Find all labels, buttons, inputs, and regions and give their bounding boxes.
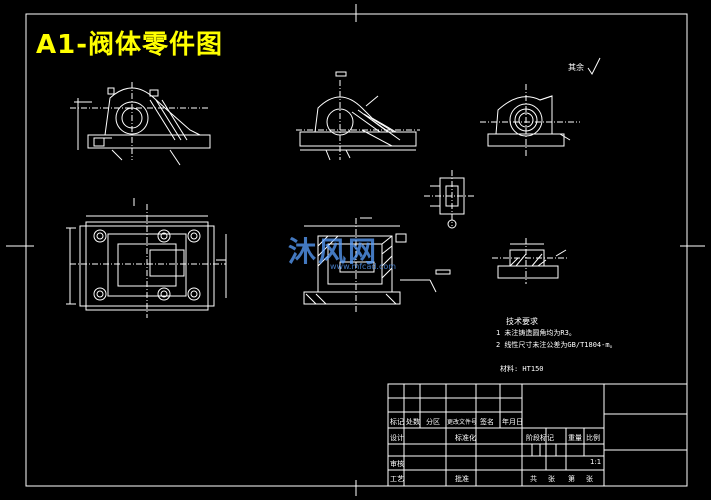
tb-label-weight: 重量 [568, 434, 582, 442]
tb-label-sign: 签名 [480, 418, 494, 426]
title-block [387, 383, 688, 487]
tb-label-scale: 比例 [586, 434, 600, 442]
watermark-url: www.mfcad.com [330, 262, 397, 271]
drawing-title: A1-阀体零件图 [36, 30, 224, 60]
tb-label-date: 年月日 [502, 418, 523, 426]
tb-label-change-doc: 更改文件号 [447, 419, 478, 426]
section-view-bottom [303, 217, 451, 312]
partial-view-right [492, 238, 568, 284]
tb-label-process: 工艺 [390, 475, 404, 483]
tb-label-mark: 标记 [390, 418, 404, 426]
section-view-middle [296, 71, 420, 161]
tb-label-review: 审核 [390, 460, 404, 468]
tb-label-design: 设计 [390, 434, 404, 442]
tb-sheet-index: 第 [568, 475, 575, 483]
detail-view-small [424, 170, 474, 229]
material-note: 材料: HT150 [500, 365, 544, 373]
tb-label-zone: 分区 [426, 418, 440, 426]
tb-sheet-total: 共 [530, 475, 537, 483]
tech-req-item-1: 1 未注铸造圆角均为R3。 [496, 329, 576, 337]
tech-req-item-2: 2 线性尺寸未注公差为GB/T1804-m。 [496, 341, 617, 349]
tb-label-count: 处数 [406, 418, 420, 426]
tb-scale-value: 1:1 [590, 458, 602, 466]
tb-sheet-unit-1: 张 [548, 475, 555, 483]
tb-label-approve: 批准 [455, 475, 469, 483]
tb-label-standard: 标准化 [455, 434, 476, 442]
front-view-left [70, 82, 211, 166]
tech-req-heading: 技术要求 [506, 317, 538, 326]
surface-finish-note: 其余 [568, 63, 584, 72]
tb-label-stage: 阶段标记 [526, 434, 554, 442]
watermark-text: 沐风网 [288, 235, 379, 268]
surface-finish-mark [587, 57, 601, 75]
tb-sheet-unit-2: 张 [586, 475, 593, 483]
side-view-right [480, 84, 580, 158]
plan-view-left [66, 198, 227, 318]
